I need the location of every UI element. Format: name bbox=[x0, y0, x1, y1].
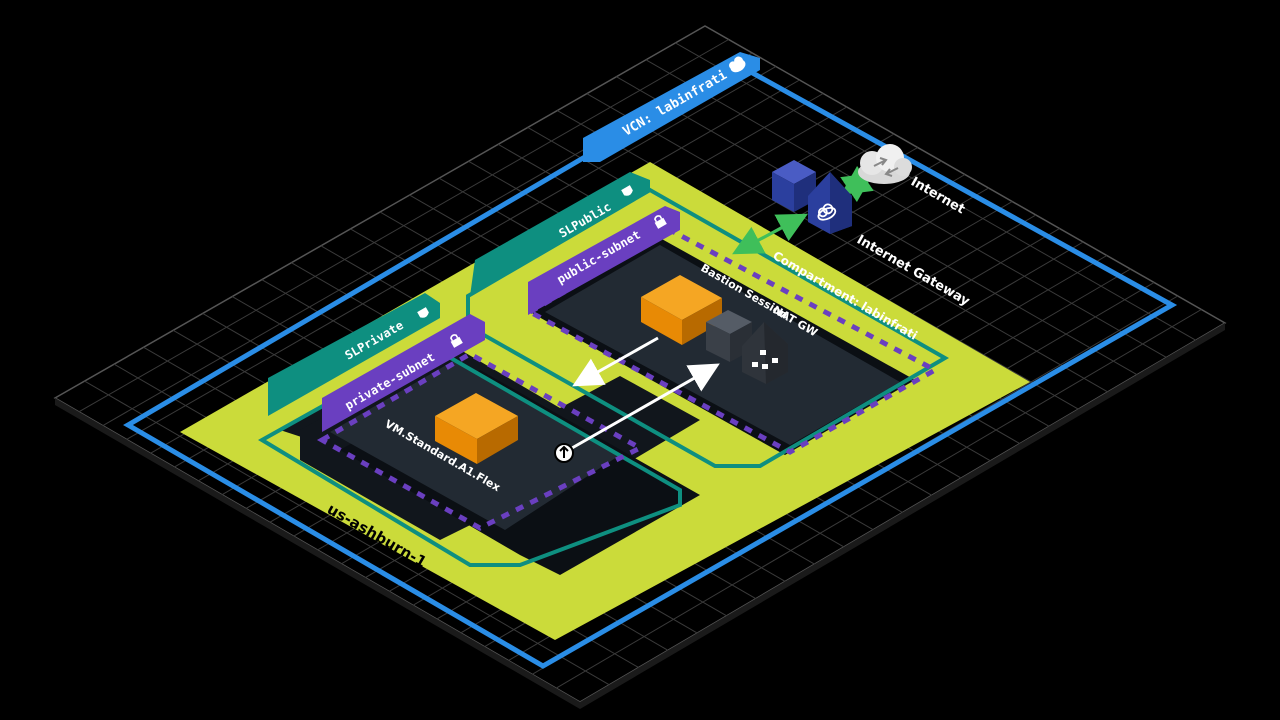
bastion-endpoint-icon bbox=[555, 444, 573, 462]
